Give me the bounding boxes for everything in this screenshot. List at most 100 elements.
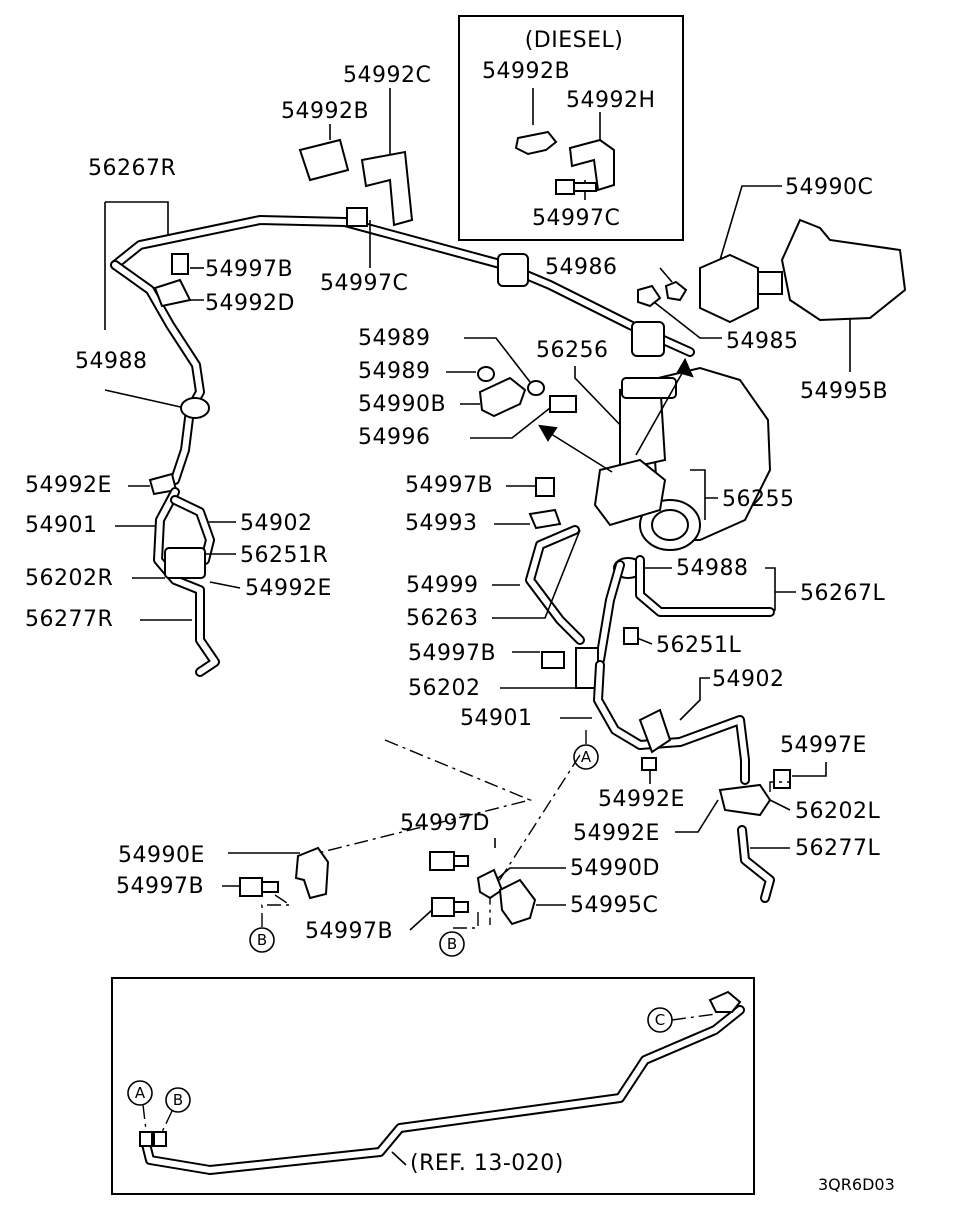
bracket-54995B [780, 218, 907, 322]
label-54992D: 54992D [205, 291, 295, 316]
label-54996: 54996 [358, 425, 431, 450]
diesel-inset-frame [458, 15, 684, 241]
fitting-56251L [623, 627, 639, 645]
label-56267R: 56267R [88, 156, 176, 181]
block-54990B [478, 376, 527, 418]
label-54997B-top: 54997B [205, 257, 293, 282]
label-54988-L: 54988 [676, 556, 749, 581]
callout-A-rear-label: A [135, 1084, 146, 1102]
nut-54986 [664, 280, 688, 302]
label-54990D: 54990D [570, 856, 660, 881]
label-54993: 54993 [405, 511, 478, 536]
label-54997B-bottom: 54997B [305, 919, 393, 944]
label-54995B: 54995B [800, 379, 888, 404]
bolt-54997B-L [541, 651, 565, 669]
clip-L-mid [638, 708, 672, 754]
grommet-54988-R [180, 397, 210, 419]
reference-note: (REF. 13-020) [410, 1151, 564, 1176]
clip-54992D [153, 278, 192, 308]
label-54992B: 54992B [281, 99, 369, 124]
label-diesel-54992B: 54992B [482, 59, 570, 84]
label-54902-L: 54902 [712, 667, 785, 692]
bolt-54996 [549, 395, 577, 413]
label-54990B: 54990B [358, 392, 446, 417]
label-54986: 54986 [545, 255, 618, 280]
callout-B-detail2 [439, 931, 465, 957]
label-54990C: 54990C [785, 175, 873, 200]
bolt-54997B-detailB [239, 877, 263, 897]
label-56255: 56255 [722, 487, 795, 512]
dash-detail-B1 [309, 739, 533, 856]
clip-54990D [476, 868, 504, 900]
bracket-56202L [718, 783, 772, 817]
bolt-54997D [429, 851, 455, 871]
label-54985: 54985 [726, 329, 799, 354]
label-56277L: 56277L [795, 836, 880, 861]
clamp-center [497, 253, 529, 287]
rear-line-fitting-C [708, 990, 742, 1013]
bracket-56202R [164, 547, 206, 579]
brake-booster-assembly [593, 366, 772, 551]
rear-line-fitting-B [153, 1131, 167, 1147]
callout-B-rear-label: B [173, 1091, 183, 1109]
label-54997B-mid: 54997B [405, 473, 493, 498]
clamp-right [631, 321, 665, 357]
plug-54990C [699, 253, 759, 324]
dash-to-B2 [451, 912, 479, 932]
clip-54992B [298, 138, 350, 182]
label-56251L: 56251L [656, 633, 741, 658]
label-54902-R: 54902 [240, 511, 313, 536]
callout-A-front-label: A [581, 748, 592, 766]
bolt-54997C [346, 207, 368, 227]
bracket-54995C [498, 878, 537, 926]
clip-54992E-L [641, 757, 657, 771]
bolt-54997B-bottom [431, 897, 455, 917]
rear-brake-line [140, 1005, 745, 1175]
label-54992E-R2: 54992E [245, 576, 332, 601]
label-54997D: 54997D [400, 811, 490, 836]
label-54901-L: 54901 [460, 706, 533, 731]
label-56256: 56256 [536, 338, 609, 363]
callout-A-front [573, 744, 599, 770]
label-56202R: 56202R [25, 566, 113, 591]
clip-54993 [528, 508, 562, 530]
label-54992E-L: 54992E [598, 787, 685, 812]
label-54990E: 54990E [118, 843, 205, 868]
arrow-line-left [547, 431, 613, 473]
label-54995C: 54995C [570, 893, 658, 918]
label-56202: 56202 [408, 676, 481, 701]
label-54992C: 54992C [343, 63, 431, 88]
callout-B-detail2-label: B [447, 935, 457, 953]
label-54997C: 54997C [320, 271, 408, 296]
callout-A-rear [127, 1080, 153, 1106]
plug-thread [757, 271, 783, 295]
rear-line-reference-frame [111, 977, 755, 1195]
label-56267L: 56267L [800, 581, 885, 606]
label-diesel-54992H: 54992H [566, 88, 656, 113]
rear-line-fitting-A [139, 1131, 153, 1147]
label-54989-b: 54989 [358, 359, 431, 384]
label-54989-a: 54989 [358, 326, 431, 351]
bolt-54997B-mid [535, 477, 555, 497]
washer-54989-a [477, 366, 495, 382]
label-56277R: 56277R [25, 607, 113, 632]
label-54992E-R: 54992E [25, 473, 112, 498]
label-54997B-detailB: 54997B [116, 874, 204, 899]
arrow-line-right [635, 367, 686, 456]
label-54988-R: 54988 [75, 349, 148, 374]
washer-54989-b [527, 380, 545, 396]
label-56202L: 56202L [795, 799, 880, 824]
label-54901-R: 54901 [25, 513, 98, 538]
label-56263: 56263 [406, 606, 479, 631]
bolt-54997E [773, 769, 791, 789]
label-54997E: 54997E [780, 733, 867, 758]
bolt-54997B-top [171, 253, 189, 275]
callout-B-rear [165, 1087, 191, 1113]
bracket-54990E [294, 846, 330, 900]
label-54992E-L2: 54992E [573, 821, 660, 846]
diesel-inset-title: (DIESEL) [525, 28, 624, 53]
callout-B-detail1 [249, 927, 275, 953]
diesel-clip-parts [514, 88, 615, 200]
callout-C-rear-label: C [655, 1011, 665, 1029]
